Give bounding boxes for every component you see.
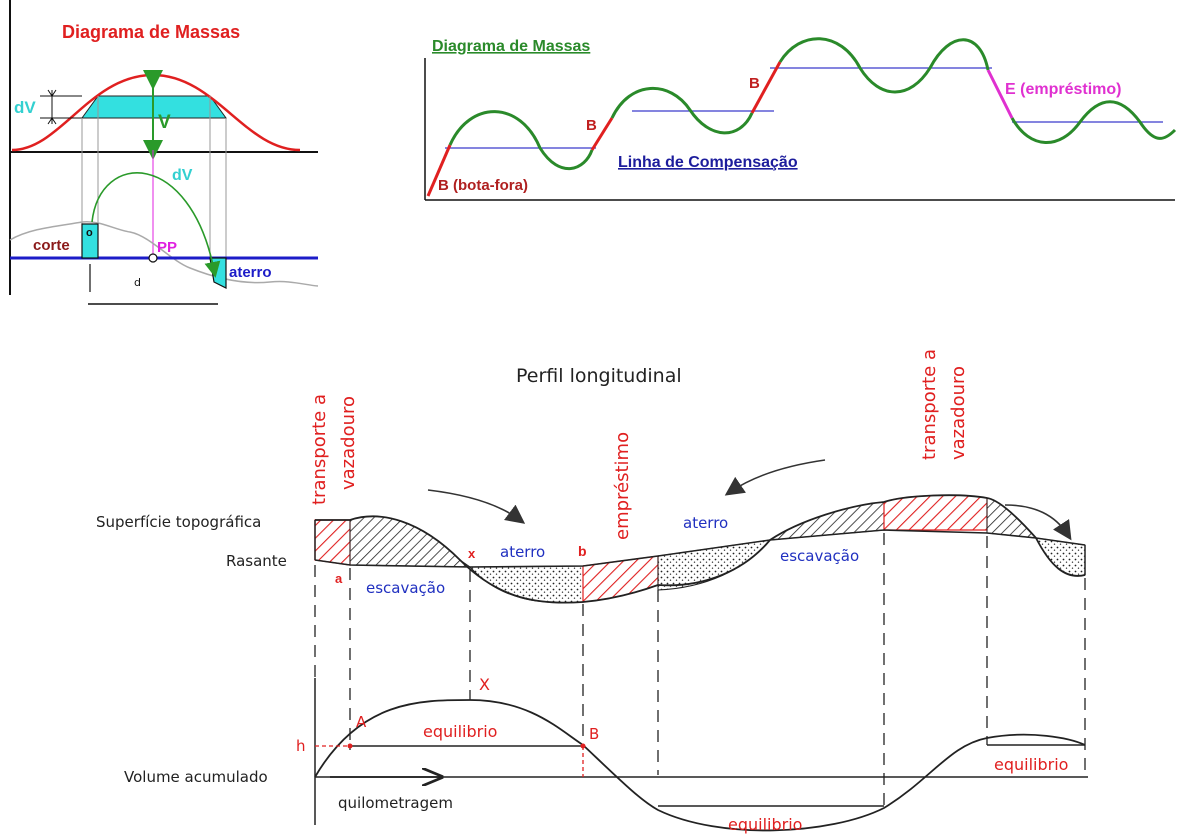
cut-block bbox=[81, 223, 99, 259]
corte-label: corte bbox=[33, 237, 70, 254]
transporte-1-line2: vazadouro bbox=[338, 396, 359, 490]
terrain-line bbox=[9, 221, 319, 287]
panel-3-longitudinal-profile: Perfil longitudinal transporte a vazadou… bbox=[96, 349, 1088, 834]
bota-fora-segment bbox=[426, 144, 452, 197]
panel-1-mass-diagram: Diagrama de Massas dV V o dV corte bbox=[9, 0, 319, 305]
spoil-area-1 bbox=[314, 519, 351, 566]
rasante-label: Rasante bbox=[226, 552, 287, 570]
topographic-surface bbox=[315, 494, 1086, 604]
projection-lines bbox=[314, 533, 1086, 805]
point-b bbox=[580, 743, 586, 749]
equilibrio-label-2: equilibrio bbox=[728, 815, 802, 834]
b-segment-2 bbox=[750, 61, 782, 114]
pp-label: PP bbox=[157, 239, 177, 256]
h-label: h bbox=[296, 737, 306, 755]
escavacao-label-1: escavação bbox=[366, 579, 445, 597]
B-label: B bbox=[589, 725, 599, 743]
dv-label: dV bbox=[14, 98, 36, 117]
a-label: a bbox=[335, 571, 343, 586]
transporte-1-line1: transporte a bbox=[309, 394, 330, 505]
emprestimo-label: empréstimo bbox=[612, 432, 633, 540]
emprestimo-segment bbox=[986, 69, 1014, 119]
pp-point bbox=[148, 253, 158, 263]
quilometragem-label: quilometragem bbox=[338, 794, 453, 812]
flow-arrow-2 bbox=[724, 459, 826, 496]
A-label: A bbox=[356, 713, 367, 731]
b-label: b bbox=[578, 543, 587, 559]
point-a bbox=[347, 743, 353, 749]
fill-area-1 bbox=[468, 565, 584, 604]
equilibrio-label-3: equilibrio bbox=[994, 755, 1068, 774]
X-label: X bbox=[479, 675, 490, 694]
superficie-label: Superfície topográfica bbox=[96, 513, 261, 531]
panel-1-title: Diagrama de Massas bbox=[62, 22, 240, 42]
transport-arc bbox=[91, 172, 221, 278]
mass-curve bbox=[314, 699, 1086, 832]
dv-arc-label: dV bbox=[172, 167, 193, 184]
panel-3-title: Perfil longitudinal bbox=[516, 365, 682, 387]
flow-arrow-1 bbox=[427, 489, 526, 524]
o-label: o bbox=[86, 227, 93, 239]
aterro-label: aterro bbox=[229, 264, 272, 281]
b-segment-1 bbox=[590, 117, 614, 151]
emprestimo-label: E (empréstimo) bbox=[1005, 81, 1121, 98]
flow-arrow-3 bbox=[1004, 504, 1072, 541]
linha-compensacao-label: Linha de Compensação bbox=[618, 154, 798, 171]
aterro-label-2: aterro bbox=[683, 514, 728, 532]
mass-curve bbox=[448, 37, 1177, 170]
x-label: x bbox=[468, 546, 476, 561]
escavacao-label-2: escavação bbox=[780, 547, 859, 565]
b-label-2: B bbox=[749, 75, 760, 92]
b-label-1: B bbox=[586, 117, 597, 134]
volume-acumulado-label: Volume acumulado bbox=[124, 768, 268, 786]
panel-2-title: Diagrama de Massas bbox=[432, 38, 590, 55]
equilibrio-label-1: equilibrio bbox=[423, 722, 497, 741]
bota-fora-label: B (bota-fora) bbox=[438, 177, 528, 194]
d-label: d bbox=[134, 276, 141, 289]
aterro-label-1: aterro bbox=[500, 543, 545, 561]
transporte-2-line1: transporte a bbox=[919, 349, 940, 460]
transporte-2-line2: vazadouro bbox=[948, 366, 969, 460]
v-label: V bbox=[158, 112, 171, 133]
grade-line-rasante bbox=[314, 529, 1086, 568]
spoil-area-2 bbox=[883, 494, 988, 531]
panel-2-mass-diagram: Diagrama de Massas B (bota-fora) B B E (… bbox=[424, 37, 1177, 201]
cut-area-3 bbox=[986, 497, 1038, 539]
